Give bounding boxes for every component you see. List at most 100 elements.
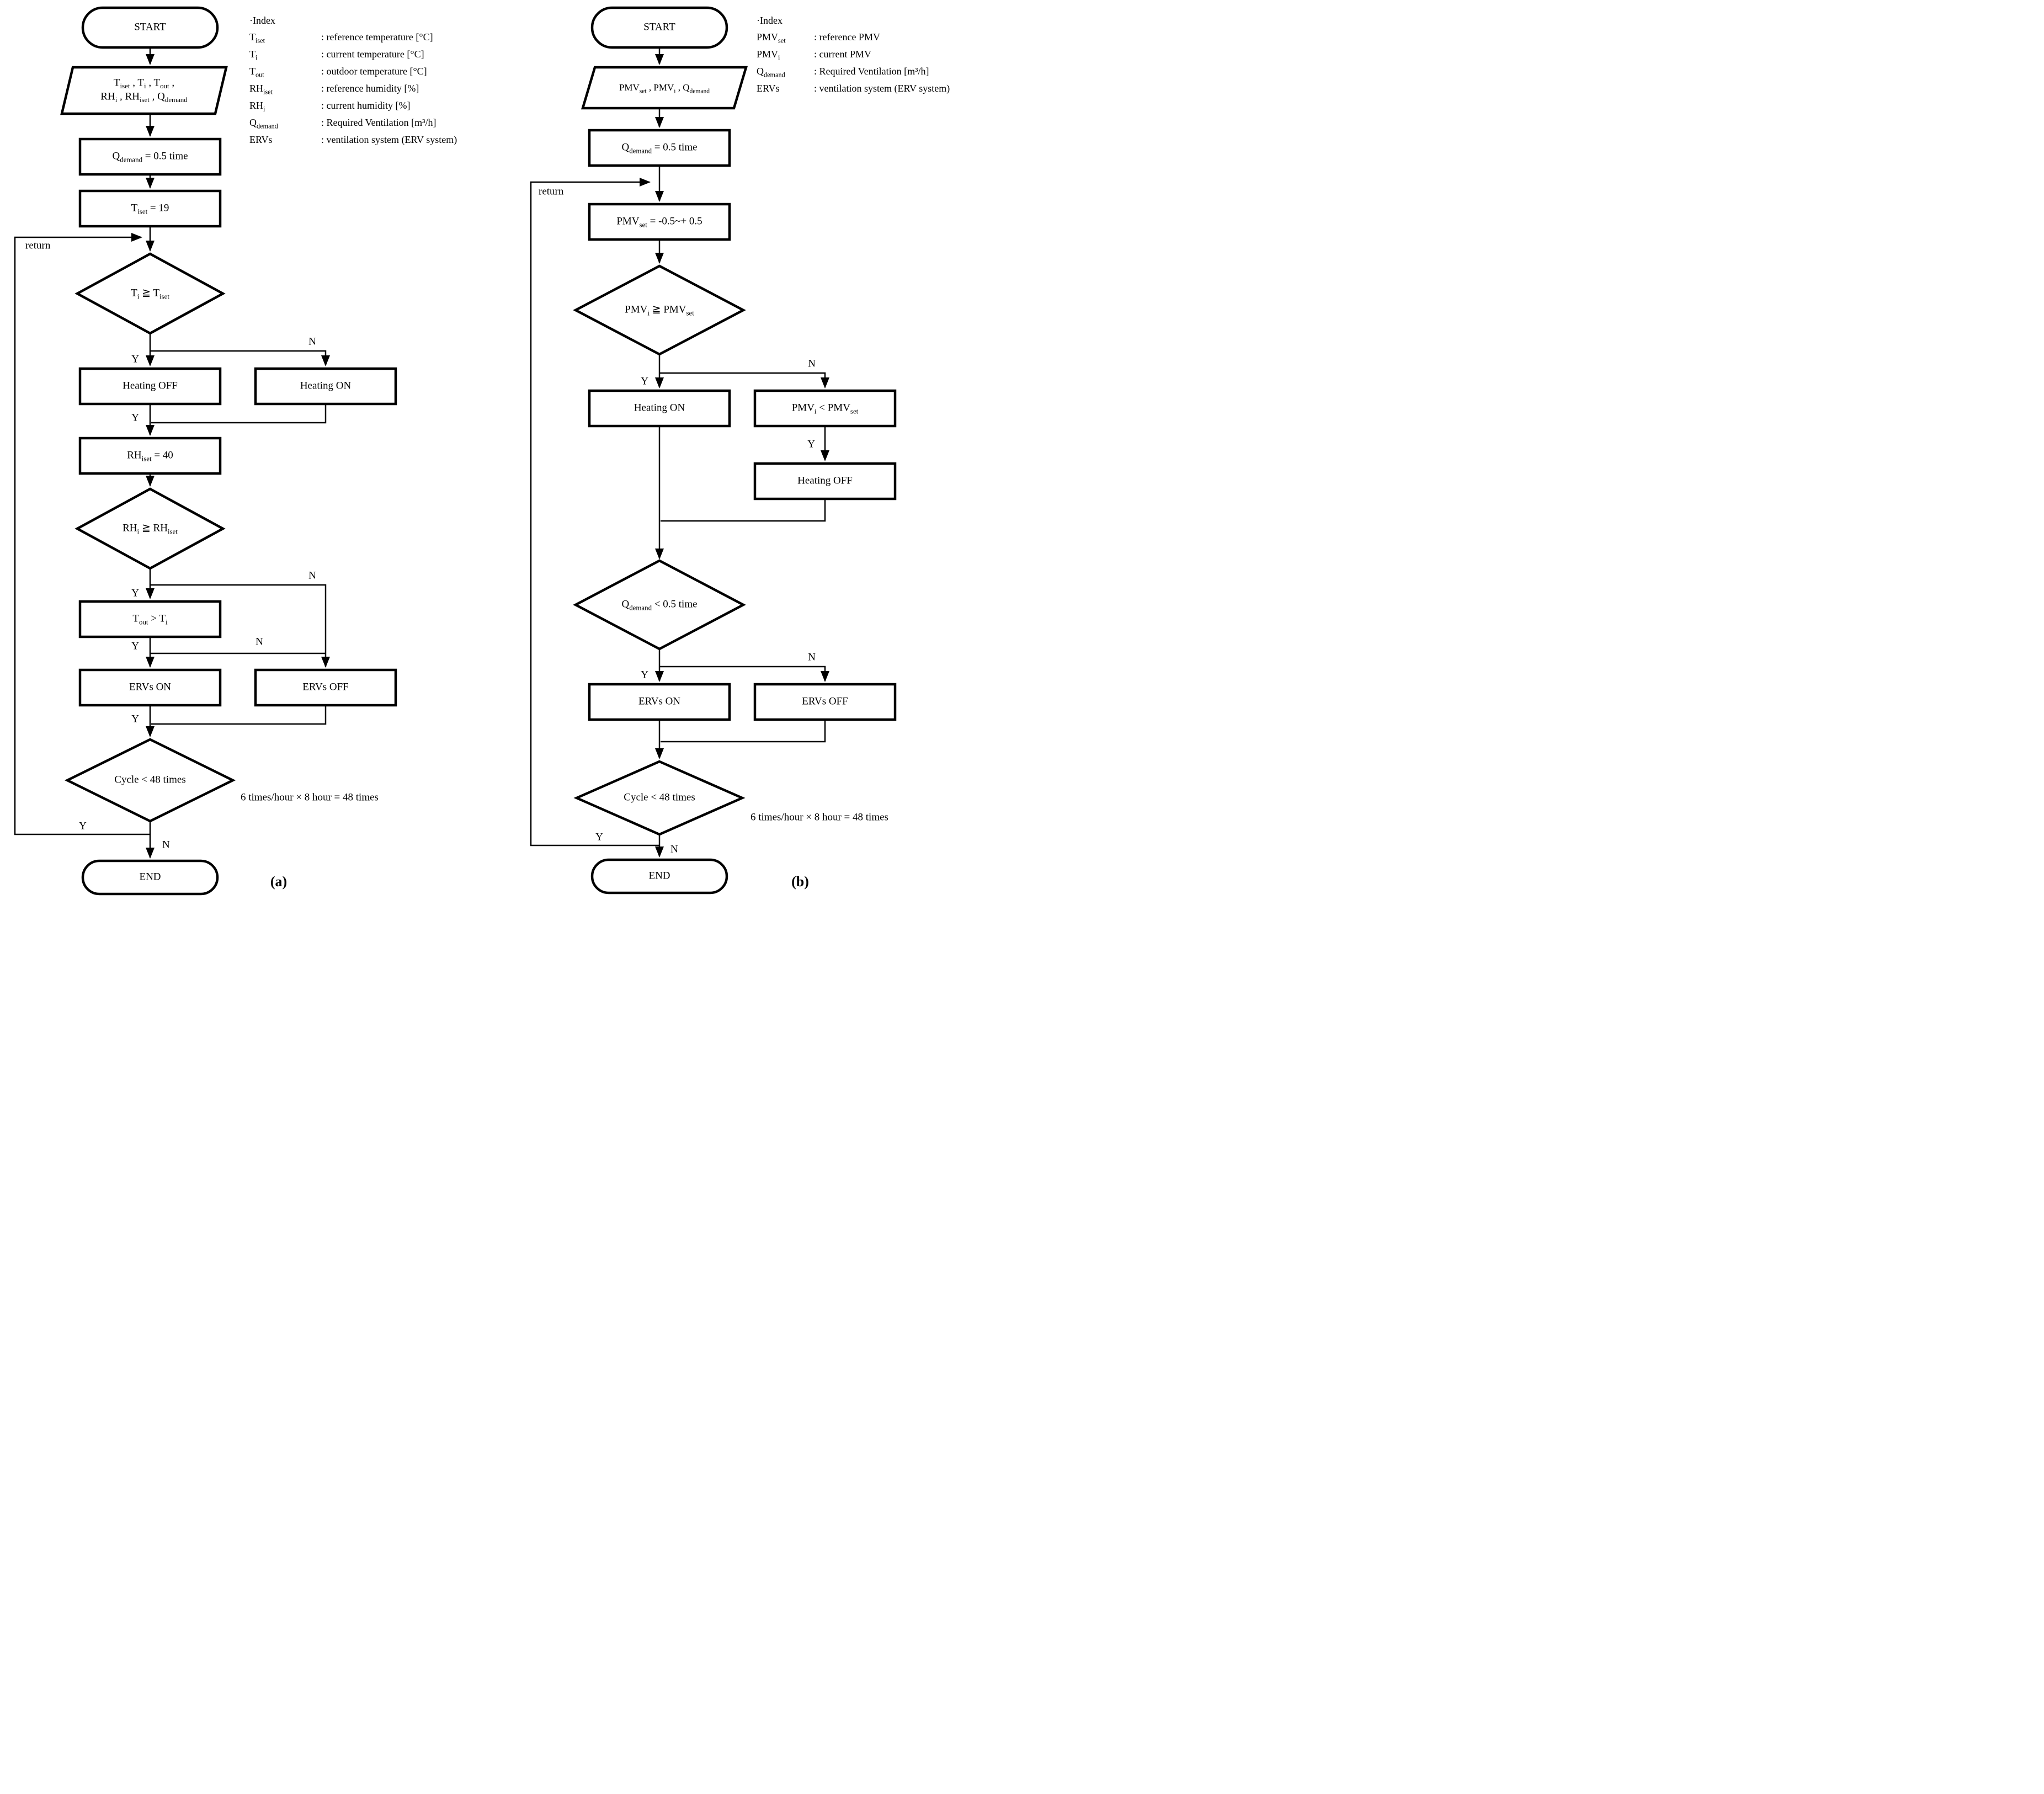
decision-qdemand-label-b: Qdemand < 0.5 time (621, 598, 698, 612)
heating-off-label-a: Heating OFF (123, 380, 178, 392)
no-label-tout-a: N (256, 636, 263, 648)
index-row: RHi : current humidity [%] (249, 97, 457, 114)
process-qdemand-label-a: Qdemand = 0.5 time (112, 150, 188, 164)
yes-label-merge2-a: Y (131, 713, 139, 725)
index-term: PMVi (757, 49, 780, 62)
yes-label-qdemand-b: Y (641, 669, 648, 681)
no-label-pmv-b: N (808, 358, 816, 370)
end-label-b: END (648, 870, 670, 882)
index-term: ERVs (757, 83, 780, 94)
index-row: PMVi : current PMV (757, 46, 950, 63)
no-label-cycle-a: N (162, 839, 170, 851)
return-label-a: return (25, 239, 51, 252)
yes-label-pmv-lt-b: Y (807, 438, 815, 450)
edge-no-ervs-off-a (150, 584, 330, 668)
edge-no-ervs-off-b (659, 666, 829, 682)
yes-label-rh-a: Y (131, 587, 139, 599)
flowchart-b (530, 6, 897, 895)
index-row: Tout : outdoor temperature [°C] (249, 63, 457, 80)
caption-b: (b) (791, 874, 809, 890)
caption-a: (a) (270, 874, 288, 890)
flowchart-geometry (14, 6, 897, 896)
index-desc: : reference temperature [°C] (321, 31, 433, 42)
index-b: ·Index PMVset : reference PMV PMVi : cur… (757, 12, 950, 97)
process-qdemand-label-b: Qdemand = 0.5 time (621, 141, 698, 155)
index-row: Qdemand : Required Ventilation [m³/h] (249, 114, 457, 131)
edge-no-pmv-lt-b (659, 372, 829, 388)
return-label-b: return (539, 185, 564, 198)
index-term: RHi (249, 100, 265, 113)
yes-label-cycle-a: Y (79, 820, 87, 832)
pmv-lt-label-b: PMVi < PMVset (791, 402, 859, 416)
index-term: PMVset (757, 31, 786, 45)
index-desc: : outdoor temperature [°C] (321, 66, 427, 77)
edge-heating-off-merge-b (661, 499, 826, 522)
index-term: Tout (249, 66, 264, 79)
index-row: Tiset : reference temperature [°C] (249, 29, 457, 46)
index-term: ERVs (249, 134, 273, 145)
cycle-note-b: 6 times/hour × 8 hour = 48 times (750, 811, 888, 823)
input-parallelogram-a (60, 66, 228, 115)
decision-rh-label-a: RHi ≧ RHiset (123, 522, 178, 536)
index-row: ERVs : ventilation system (ERV system) (249, 131, 457, 148)
start-label-b: START (643, 21, 675, 33)
index-desc: : current humidity [%] (321, 100, 411, 111)
input-label-a-line2: RHi , RHiset , Qdemand (100, 91, 188, 104)
index-row: PMVset : reference PMV (757, 29, 950, 46)
edge-heating-on-merge-a (151, 404, 327, 424)
no-label-temp-a: N (308, 336, 316, 348)
index-row: Qdemand : Required Ventilation [m³/h] (757, 63, 950, 80)
index-desc: : ventilation system (ERV system) (321, 134, 457, 145)
index-term: Ti (249, 49, 258, 62)
index-term: Qdemand (249, 117, 278, 130)
no-label-cycle-b: N (670, 843, 678, 855)
ervs-on-label-a: ERVs ON (129, 681, 172, 693)
index-desc: : ventilation system (ERV system) (814, 83, 950, 94)
index-row: Ti : current temperature [°C] (249, 46, 457, 63)
process-pmvset-label-b: PMVset = -0.5~+ 0.5 (616, 215, 702, 229)
index-desc: : reference PMV (814, 31, 880, 42)
yes-label-pmv-b: Y (641, 375, 648, 387)
return-loop-b (530, 178, 659, 847)
end-label-a: END (139, 871, 161, 883)
input-label-a-line1: Tiset , Ti , Tout , (113, 77, 175, 91)
edge-no-heating-on-a (150, 350, 330, 366)
start-label-a: START (134, 21, 166, 33)
yes-label-cycle-b: Y (595, 831, 603, 843)
decision-pmv-label-b: PMVi ≧ PMVset (625, 304, 694, 317)
index-term: RHiset (249, 83, 273, 96)
heating-on-label-a: Heating ON (300, 380, 352, 392)
input-parallelogram-b (581, 66, 748, 110)
process-tout-label-a: Tout > Ti (132, 613, 168, 626)
decision-cycle-label-b: Cycle < 48 times (624, 791, 695, 803)
end-terminal-b (590, 858, 728, 895)
index-row: RHiset : reference humidity [%] (249, 80, 457, 97)
index-desc: : Required Ventilation [m³/h] (814, 66, 929, 77)
index-desc: : current temperature [°C] (321, 49, 424, 60)
return-loop-a (14, 233, 150, 835)
index-a: ·Index Tiset : reference temperature [°C… (249, 12, 457, 148)
process-tiset-label-a: Tiset = 19 (131, 202, 169, 216)
edge-ervs-off-merge-b (661, 720, 826, 743)
yes-label-temp-a: Y (131, 353, 139, 365)
input-label-b: PMVset , PMVi , Qdemand (619, 82, 710, 95)
index-desc: : Required Ventilation [m³/h] (321, 117, 437, 128)
heating-off-label-b: Heating OFF (797, 475, 853, 487)
input-label-a: Tiset , Ti , Tout , RHi , RHiset , Qdema… (100, 76, 187, 103)
ervs-off-label-b: ERVs OFF (802, 695, 848, 707)
end-terminal-a (81, 859, 219, 896)
index-term: Qdemand (757, 66, 785, 79)
ervs-on-label-b: ERVs ON (638, 695, 681, 707)
index-title-a: ·Index (249, 15, 275, 26)
edge-ervs-off-merge-a (151, 705, 327, 725)
index-title-b: ·Index (757, 15, 783, 26)
heating-on-label-b: Heating ON (634, 402, 685, 414)
yes-label-merge1-a: Y (131, 412, 139, 424)
cycle-note-a: 6 times/hour × 8 hour = 48 times (241, 791, 379, 803)
index-term: Tiset (249, 31, 265, 45)
process-rhiset-label-a: RHiset = 40 (127, 449, 173, 463)
figure-flowcharts: START Tiset , Ti , Tout , RHi , RHiset ,… (0, 0, 1022, 897)
decision-temp-label-a: Ti ≧ Tiset (131, 287, 169, 301)
no-label-rh-a: N (308, 569, 316, 582)
flowchart-a (14, 6, 397, 896)
